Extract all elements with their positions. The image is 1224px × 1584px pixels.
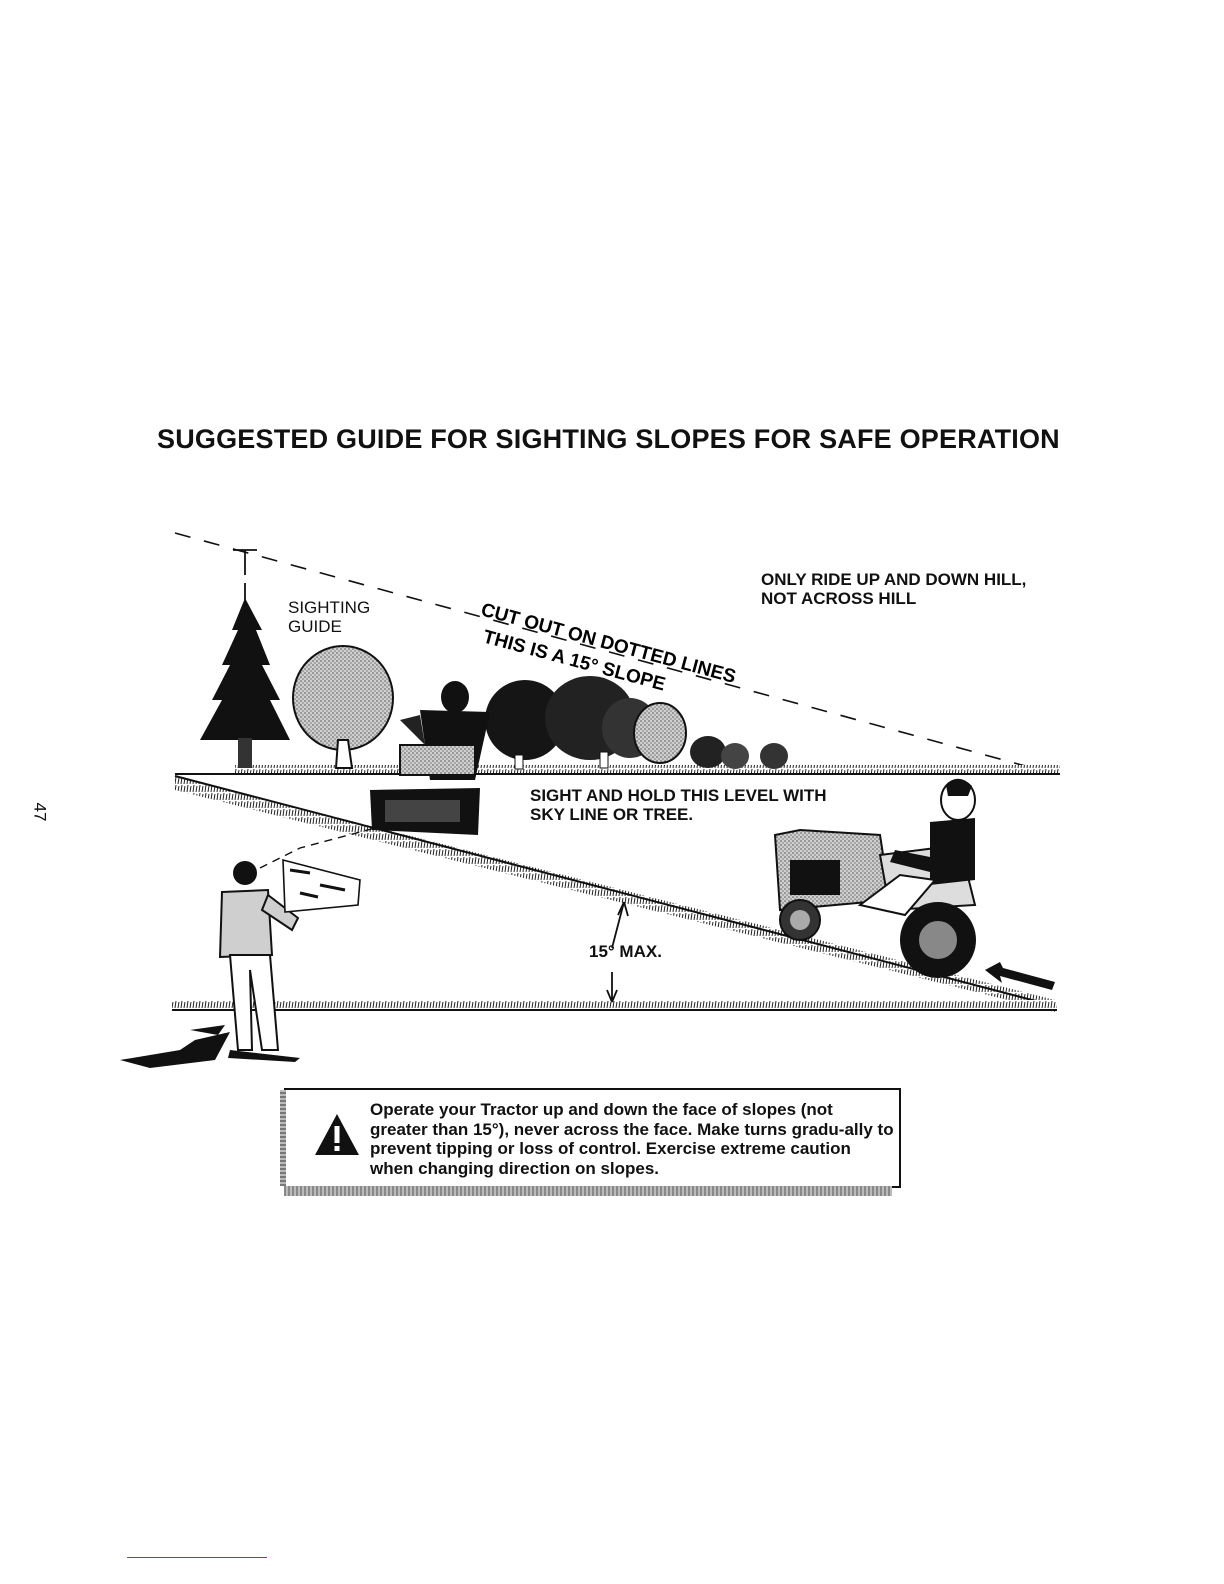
person-sighting	[120, 827, 376, 1068]
sight-level-label: SIGHT AND HOLD THIS LEVEL WITH SKY LINE …	[530, 786, 827, 824]
pine-tree	[200, 598, 290, 768]
horizon-grass	[235, 765, 1060, 774]
sighting-guide-label: SIGHTING GUIDE	[288, 598, 371, 636]
max-angle-label: 15° MAX.	[589, 942, 662, 961]
warning-box-shadow	[284, 1186, 892, 1196]
base-grass	[172, 1000, 1057, 1010]
hill-slope	[175, 776, 1055, 1012]
footer-rule	[127, 1557, 267, 1558]
warning-box: Operate your Tractor up and down the fac…	[280, 1088, 901, 1188]
tractor-rear-view	[370, 681, 490, 835]
direction-arrow-icon	[985, 962, 1055, 990]
ride-direction-label: ONLY RIDE UP AND DOWN HILL, NOT ACROSS H…	[761, 570, 1027, 608]
warning-triangle-icon	[315, 1114, 359, 1155]
page-title: SUGGESTED GUIDE FOR SIGHTING SLOPES FOR …	[157, 424, 1060, 454]
sight-marker	[233, 549, 257, 600]
angle-arrow-up	[611, 901, 629, 949]
tree-cluster-middle	[485, 676, 788, 770]
leafy-tree-left	[292, 645, 394, 769]
warning-text: Operate your Tractor up and down the fac…	[370, 1100, 894, 1178]
warning-box-shade-left	[280, 1090, 286, 1186]
angle-arrow-down	[606, 972, 618, 1003]
tractor-side-view	[773, 778, 977, 978]
